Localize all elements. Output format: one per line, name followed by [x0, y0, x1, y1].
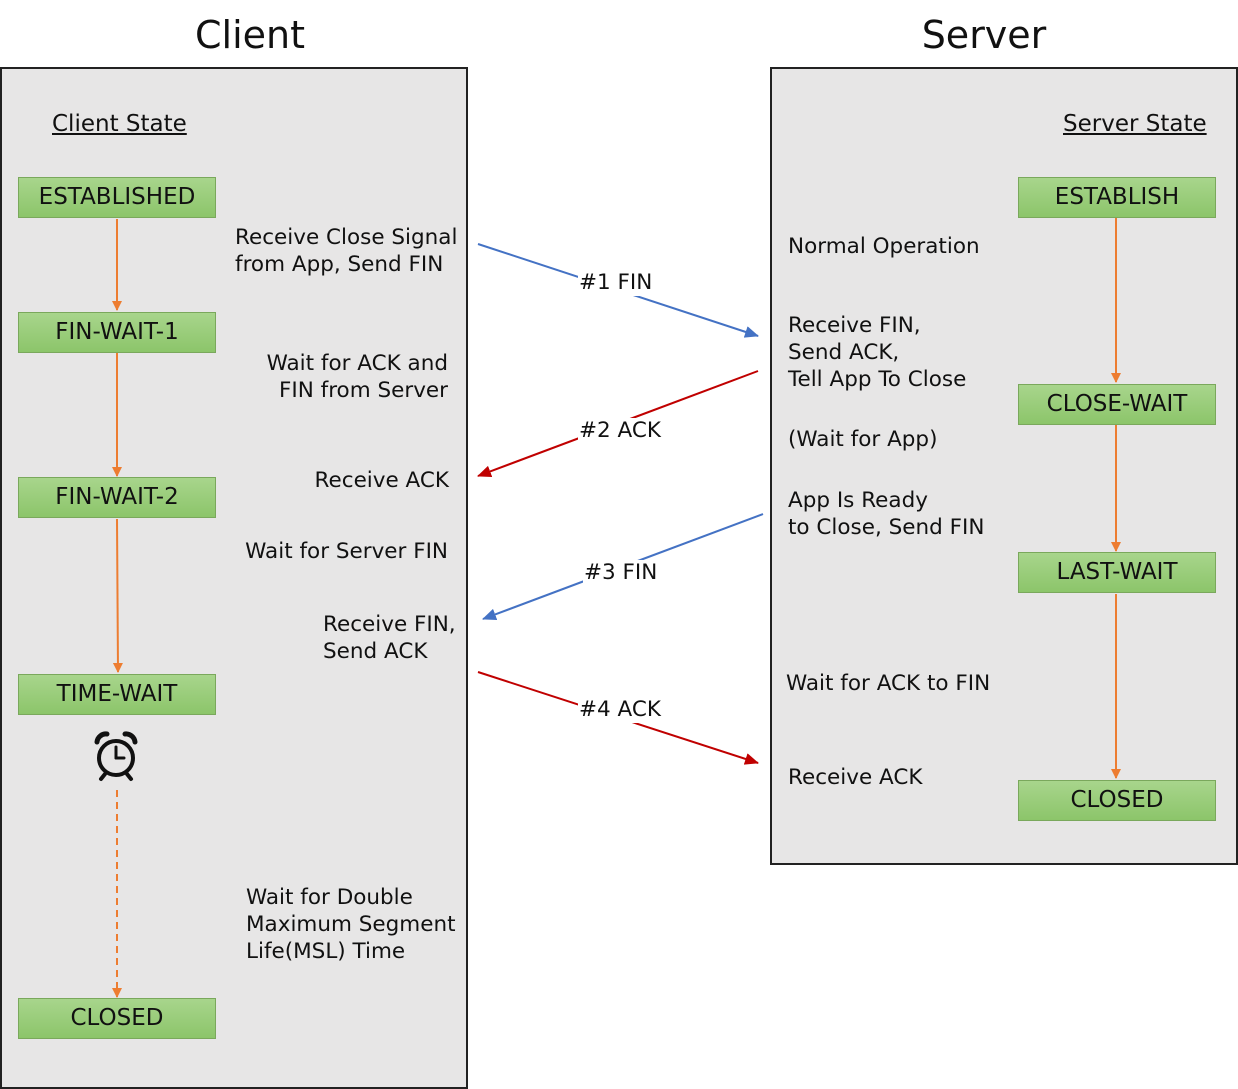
server-note-wait-ack: Wait for ACK to FIN: [786, 671, 991, 696]
client-note-close-signal: Receive Close Signal from App, Send FIN: [235, 225, 458, 277]
client-note-receive-ack: Receive ACK: [314, 468, 449, 493]
client-state-heading: Client State: [52, 111, 187, 137]
client-transition-arrow: [112, 518, 123, 673]
client-state-time-wait: TIME-WAIT: [18, 674, 216, 715]
client-panel: [0, 67, 468, 1089]
server-note-app-ready: App Is Ready to Close, Send FIN: [788, 488, 985, 540]
client-state-closed: CLOSED: [18, 998, 216, 1039]
alarm-clock-icon: [94, 731, 138, 781]
server-title: Server: [921, 13, 1047, 57]
server-state-last-wait: LAST-WAIT: [1018, 552, 1216, 593]
client-state-established: ESTABLISHED: [18, 177, 216, 218]
server-state-closed: CLOSED: [1018, 780, 1216, 821]
message-label-ack-2: #2 ACK: [578, 418, 662, 444]
message-label-fin-1: #1 FIN: [578, 270, 654, 296]
client-state-fin-wait-1: FIN-WAIT-1: [18, 312, 216, 353]
message-label-ack-4: #4 ACK: [578, 697, 662, 723]
client-title: Client: [194, 13, 305, 57]
server-note-receive-fin: Receive FIN, Send ACK, Tell App To Close: [788, 313, 967, 392]
server-note-receive-ack: Receive ACK: [788, 765, 923, 790]
server-note-normal: Normal Operation: [788, 234, 980, 259]
client-note-wait-msl: Wait for Double Maximum Segment Life(MSL…: [246, 885, 456, 964]
client-note-wait-server-fin: Wait for Server FIN: [245, 539, 448, 564]
server-state-establish: ESTABLISH: [1018, 177, 1216, 218]
server-state-close-wait: CLOSE-WAIT: [1018, 384, 1216, 425]
server-state-heading: Server State: [1063, 111, 1207, 137]
client-note-wait-ack-fin: Wait for ACK and FIN from Server: [266, 351, 448, 403]
server-note-wait-app: (Wait for App): [788, 427, 938, 452]
message-label-fin-3: #3 FIN: [583, 560, 659, 586]
client-state-fin-wait-2: FIN-WAIT-2: [18, 477, 216, 518]
client-note-receive-fin: Receive FIN, Send ACK: [323, 612, 456, 664]
